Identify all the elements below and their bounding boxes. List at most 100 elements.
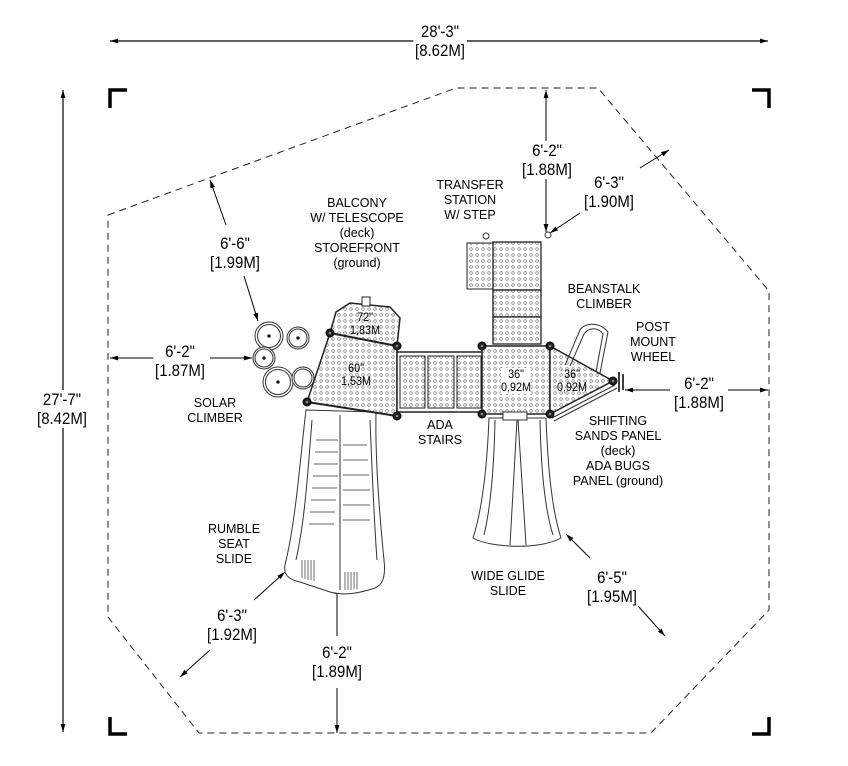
clearance-label-top-center: 6'-2" [1.88M] [520, 141, 574, 179]
overall-depth-metric: [8.42M] [37, 409, 87, 428]
deck-height-imperial: 72" [357, 310, 373, 324]
label-line: PANEL (ground) [572, 474, 664, 488]
deck-height-square: 36" 0,92M [500, 367, 532, 394]
clearance-line-bottom-right-a [565, 533, 591, 559]
label-line: W/ STEP [444, 208, 496, 222]
wide-glide-slide-shape [472, 411, 562, 547]
overall-width-imperial: 28'-3" [420, 22, 460, 41]
bracket-top-left [108, 88, 127, 108]
label-line: TRANSFER [436, 178, 504, 192]
clearance-label-bottom-center: 6'-2" [1.89M] [310, 643, 364, 681]
label-transfer-station: TRANSFER STATION W/ STEP [436, 178, 503, 223]
label-rumble-seat-slide: RUMBLE SEAT SLIDE [208, 522, 260, 567]
clearance-label-top-left: 6'-6" [1.99M] [208, 234, 262, 272]
transfer-station-shape [466, 231, 552, 345]
clearance-line-bottom-right-b [637, 605, 666, 637]
label-line: MOUNT [630, 335, 676, 349]
overall-width-metric: [8.62M] [415, 41, 465, 60]
clearance-label-right: 6'-2" [1.88M] [672, 374, 726, 412]
clearance-imperial: 6'-2" [684, 374, 714, 393]
corner-brackets [108, 88, 771, 736]
label-line: ADA [427, 418, 453, 432]
deck-height-metric: 1,53M [340, 374, 372, 388]
label-beanstalk-climber: BEANSTALK CLIMBER [568, 282, 641, 312]
label-line: CLIMBER [187, 411, 243, 425]
clearance-imperial: 6'-2" [165, 342, 195, 361]
clearance-metric: [1.99M] [210, 253, 260, 272]
clearance-line-bottom-left-b [179, 649, 211, 678]
label-line: (deck) [600, 444, 636, 458]
label-line: STAIRS [417, 433, 463, 447]
label-line: (ground) [333, 256, 381, 270]
label-line: STATION [443, 193, 497, 207]
label-line: BALCONY [327, 196, 387, 210]
clearance-metric: [1.92M] [207, 625, 257, 644]
label-line: POST [635, 320, 671, 334]
label-solar-climber: SOLAR CLIMBER [187, 396, 243, 426]
label-ada-stairs: ADA STAIRS [418, 418, 462, 448]
clearance-line-top-left-a [209, 179, 227, 226]
label-line: (deck) [339, 226, 375, 240]
label-line: ADA BUGS [586, 459, 650, 473]
bracket-bottom-right [752, 717, 771, 736]
use-zone-outline [107, 87, 770, 734]
post-mount-wheel-shape [618, 372, 624, 392]
clearance-imperial: 6'-6" [220, 234, 250, 253]
deck-height-balcony: 72" 1,83M [350, 311, 380, 337]
deck-height-main: 60" 1,53M [341, 362, 371, 388]
deck-height-imperial: 36" [564, 367, 580, 381]
label-balcony: BALCONY W/ TELESCOPE (deck) STOREFRONT (… [310, 196, 404, 271]
clearance-imperial: 6'-2" [532, 141, 562, 160]
label-line: SEAT [218, 537, 250, 551]
deck-height-metric: 1,83M [349, 323, 381, 337]
deck-height-imperial: 36" [508, 367, 524, 381]
deck-height-metric: 0,92M [556, 380, 588, 394]
beanstalk-climber-shape [564, 323, 609, 374]
overall-width-label: 28'-3" [8.62M] [413, 22, 467, 60]
clearance-label-bottom-left: 6'-3" [1.92M] [205, 606, 259, 644]
overall-depth-label: 27'-7" [8.42M] [35, 390, 89, 428]
clearance-metric: [1.88M] [674, 393, 724, 412]
label-line: SLIDE [215, 552, 253, 566]
label-line: RUMBLE [207, 522, 261, 536]
clearance-line-bottom-left-a [253, 571, 286, 601]
main-deck-shape [306, 296, 401, 417]
clearance-imperial: 6'-2" [322, 643, 352, 662]
label-line: WIDE GLIDE [471, 569, 545, 583]
deck-height-metric: 0,92M [500, 380, 532, 394]
clearance-imperial: 6'-3" [594, 173, 624, 192]
overall-depth-imperial: 27'-7" [42, 390, 82, 409]
label-line: W/ TELESCOPE [310, 211, 404, 225]
label-line: WHEEL [630, 350, 676, 364]
label-line: SHIFTING [588, 414, 648, 428]
label-line: SOLAR [193, 396, 237, 410]
bracket-bottom-left [108, 717, 127, 736]
clearance-metric: [1.88M] [522, 160, 572, 179]
clearance-metric: [1.89M] [312, 662, 362, 681]
clearance-line-top-right-b [639, 149, 670, 169]
clearance-dimension-lines [110, 90, 768, 733]
deck-height-imperial: 60" [348, 361, 364, 375]
solar-climber-shape [252, 321, 315, 398]
deck-posts [302, 328, 618, 421]
clearance-line-top-right-a [549, 212, 581, 234]
ada-stairs-shape [396, 351, 484, 413]
label-line: STOREFRONT [314, 241, 400, 255]
label-wide-glide-slide: WIDE GLIDE SLIDE [471, 569, 545, 599]
label-line: BEANSTALK [567, 282, 641, 296]
bracket-top-right [752, 88, 771, 108]
clearance-label-top-right: 6'-3" [1.90M] [582, 173, 636, 211]
clearance-imperial: 6'-3" [217, 606, 247, 625]
label-line: SLIDE [489, 584, 527, 598]
label-line: SANDS PANEL [574, 429, 662, 443]
label-line: CLIMBER [576, 297, 632, 311]
clearance-label-bottom-right: 6'-5" [1.95M] [585, 568, 639, 606]
label-post-mount-wheel: POST MOUNT WHEEL [630, 320, 676, 365]
clearance-metric: [1.90M] [584, 192, 634, 211]
label-shifting-sands: SHIFTING SANDS PANEL (deck) ADA BUGS PAN… [573, 414, 663, 489]
deck-height-triangle: 36" 0,92M [557, 368, 587, 394]
clearance-metric: [1.95M] [587, 587, 637, 606]
rumble-seat-slide-shape [284, 409, 385, 595]
clearance-metric: [1.87M] [155, 361, 205, 380]
